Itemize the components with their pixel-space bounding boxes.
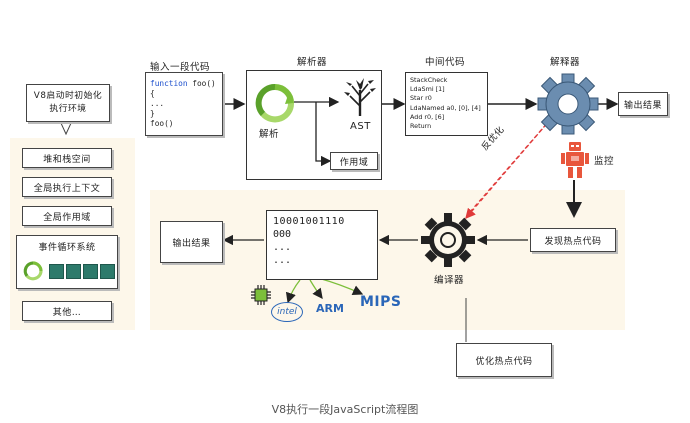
figure-caption: V8执行一段JavaScript流程图 [271, 403, 419, 416]
code-text: ... [150, 99, 165, 108]
v8-init-text: V8启动时初始化执行环境 [33, 91, 103, 114]
left-item-label: 其他… [52, 307, 82, 318]
compiler-output-box: 输出结果 [160, 221, 223, 263]
left-item-global-context: 全局执行上下文 [22, 177, 112, 197]
intel-label: intel [277, 307, 297, 317]
interpreter-gear-icon [537, 73, 599, 135]
left-item-other: 其他… [22, 301, 112, 321]
hot-code-box: 发现热点代码 [530, 228, 616, 252]
code-keyword: function [150, 79, 188, 88]
machine-code-line: ... [273, 242, 292, 253]
compiler-gear-icon [421, 213, 475, 267]
v8-bubble-tail [59, 120, 73, 136]
code-line: foo() [150, 119, 218, 129]
interpreter-output-box: 输出结果 [618, 92, 668, 116]
scope-label: 作用域 [339, 157, 369, 168]
compiler-label: 编译器 [434, 275, 465, 286]
output-label: 输出结果 [623, 100, 662, 111]
left-panel-background [10, 138, 135, 330]
bytecode-title: 中间代码 [425, 57, 466, 68]
left-item-label: 事件循环系统 [38, 243, 96, 253]
bytecode-box: StackCheck LdaSmi [1] Star r0 LdaNamed a… [405, 72, 488, 136]
parse-label: 解析 [259, 129, 280, 140]
compiler-panel-background [150, 190, 625, 330]
left-item-label: 全局执行上下文 [33, 183, 101, 194]
queue-cell [49, 263, 64, 279]
robot-icon [561, 142, 589, 178]
output-label: 输出结果 [172, 238, 211, 249]
scope-box: 作用域 [330, 152, 378, 170]
hot-code-label: 发现热点代码 [544, 236, 602, 247]
code-line: } [150, 109, 218, 119]
left-item-heap-stack: 堆和栈空间 [22, 148, 112, 168]
machine-code-box: 10001001110 000 ... ... [266, 210, 378, 280]
source-code-box: function foo() { ... } foo() [145, 72, 223, 136]
machine-code-line: ... [273, 255, 292, 266]
left-item-label: 全局作用域 [43, 212, 91, 223]
v8-init-bubble: V8启动时初始化执行环境 [26, 84, 110, 122]
parser-title: 解析器 [297, 57, 328, 68]
queue-cell [83, 263, 98, 279]
bytecode-line: Add r0, [6] [410, 112, 445, 121]
code-line: function foo() { [150, 79, 218, 99]
event-loop-queue [23, 261, 117, 281]
code-line: ... [150, 99, 218, 109]
recycle-icon [23, 261, 43, 281]
optimize-box: 优化热点代码 [456, 343, 552, 377]
deopt-arrow-2 [465, 112, 557, 219]
machine-code-line: 10001001110 [273, 216, 345, 227]
recycle-icon [255, 83, 295, 123]
arrow-to-mips [317, 277, 364, 295]
interpreter-title: 解释器 [550, 57, 581, 68]
arrow-to-intel [285, 279, 301, 304]
queue-cell [66, 263, 81, 279]
source-title: 输入一段代码 [150, 62, 211, 73]
bytecode-line: Star r0 [410, 94, 432, 103]
intel-logo: intel [271, 302, 303, 322]
machine-code-line: 000 [273, 229, 292, 240]
left-item-label: 堆和栈空间 [43, 154, 91, 165]
queue-cell [100, 263, 115, 279]
left-item-global-scope: 全局作用域 [22, 206, 112, 226]
code-text: foo() [150, 119, 174, 128]
parser-box [246, 70, 382, 180]
arrow-to-arm [309, 279, 323, 300]
code-text: foo() { [150, 79, 216, 98]
mips-label: MIPS [360, 294, 402, 310]
tree-icon [344, 78, 376, 116]
arm-label: ARM [316, 302, 344, 315]
bytecode-line: Return [410, 122, 432, 131]
bytecode-line: LdaNamed a0, [0], [4] [410, 103, 481, 112]
ast-label: AST [350, 121, 371, 132]
chip-icon [251, 285, 271, 305]
arrow-parse-to-scope [315, 102, 332, 167]
optimize-label: 优化热点代码 [475, 356, 533, 367]
bytecode-line: LdaSmi [1] [410, 85, 445, 94]
monitor-label: 监控 [594, 156, 615, 167]
code-text: } [150, 109, 155, 118]
bytecode-line: StackCheck [410, 76, 448, 84]
left-item-event-loop: 事件循环系统 [16, 235, 118, 289]
